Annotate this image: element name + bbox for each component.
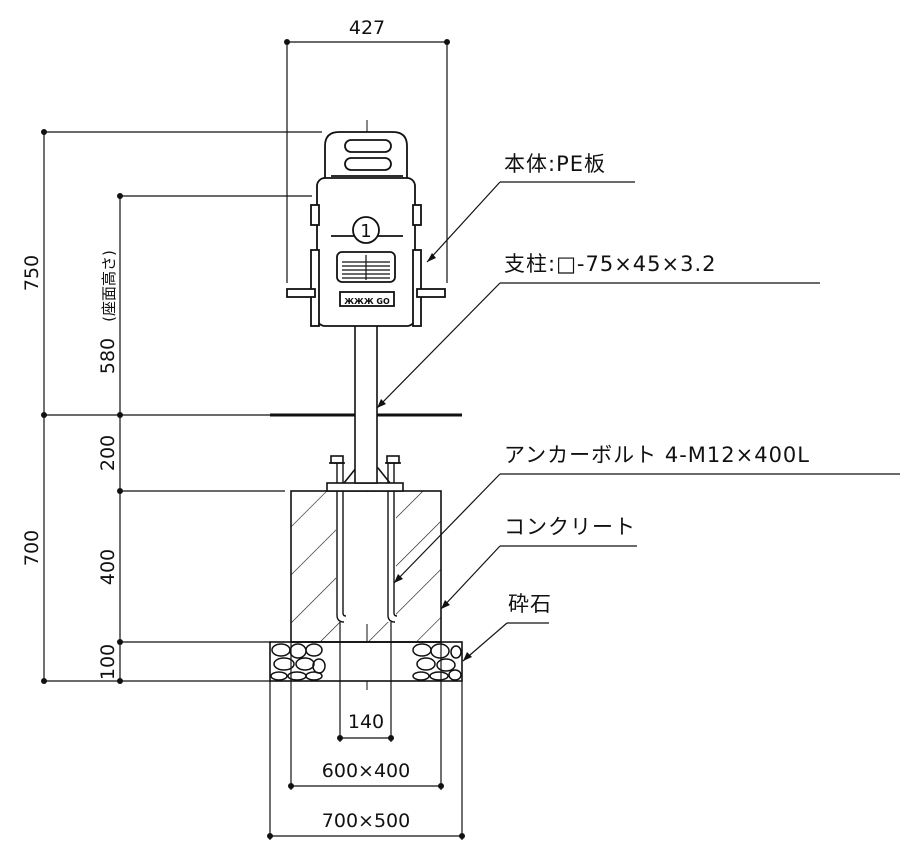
dim-left-outer [43, 131, 322, 682]
dim-tick [438, 783, 444, 789]
dim-tick [284, 39, 290, 45]
leader-body [426, 181, 635, 263]
label-anchor-bolt: アンカーボルト 4-M12×400L [504, 443, 810, 467]
dim-tick [444, 39, 450, 45]
arrowhead [394, 574, 403, 583]
product-body [286, 131, 446, 327]
label-gravel: 砕石 [508, 592, 552, 616]
dim-above-foundation-value: 200 [97, 435, 119, 471]
dim-tick [117, 412, 123, 418]
dim-foundation-total-value: 700 [21, 530, 43, 566]
dim-gravel-depth-value: 100 [97, 644, 119, 680]
number-badge: 1 [360, 221, 371, 242]
label-body: 本体:PE板 [504, 152, 606, 176]
gravel-layer [269, 641, 463, 682]
dim-tick [288, 783, 294, 789]
dim-concrete-depth-value: 400 [97, 549, 119, 585]
leader-gravel [462, 622, 549, 662]
dim-tick [117, 678, 123, 684]
seat-ribs [342, 255, 390, 280]
dim-seat-height-value: 580 [97, 338, 119, 374]
arrowhead [427, 253, 436, 262]
dim-total-height-value: 750 [21, 255, 43, 291]
brand-plate: ЖЖЖ GO [344, 297, 390, 306]
dim-anchor-spacing-value: 140 [348, 711, 384, 733]
anchor-bolts [336, 462, 398, 623]
dim-tick [117, 639, 123, 645]
arrowhead [441, 600, 450, 609]
arrowhead [377, 399, 386, 408]
support-post [354, 324, 378, 484]
dim-concrete-size-value: 600×400 [322, 760, 410, 782]
leader-concrete [440, 545, 637, 610]
dim-seat-height-note: (座面高さ) [100, 250, 118, 322]
dim-tick [117, 488, 123, 494]
dim-tick [388, 735, 394, 741]
number-badge-circle [352, 216, 380, 244]
leader-post [376, 282, 820, 409]
dim-tick [459, 833, 465, 839]
dim-tick [41, 678, 47, 684]
dim-tick [41, 129, 47, 135]
dim-tick [117, 193, 123, 199]
label-post: 支柱:□-75×45×3.2 [504, 252, 717, 276]
arrowhead [463, 652, 472, 661]
dim-overall-width-value: 427 [349, 17, 385, 39]
label-concrete: コンクリート [504, 515, 636, 539]
dim-gravel-size-value: 700×500 [322, 810, 410, 832]
dim-overall-width [286, 41, 448, 283]
leader-anchor-bolt [393, 473, 900, 584]
dim-tick [267, 833, 273, 839]
dim-tick [337, 735, 343, 741]
dim-left-inner [119, 195, 312, 681]
concrete-foundation [290, 490, 442, 643]
dim-tick [41, 412, 47, 418]
dim-bottom [269, 622, 463, 840]
